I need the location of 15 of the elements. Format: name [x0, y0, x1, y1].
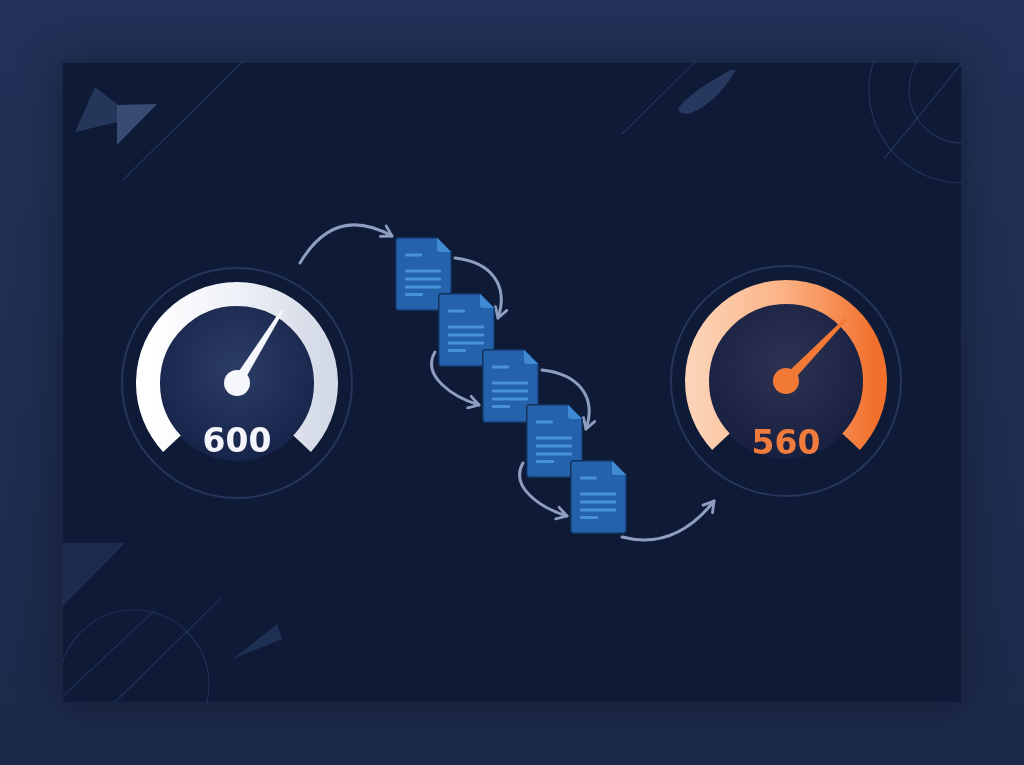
curved-arrow — [540, 368, 596, 431]
speedometer-gauge — [121, 267, 353, 499]
curved-arrow — [298, 223, 394, 265]
document-icon — [482, 349, 539, 423]
curved-arrow — [518, 461, 569, 520]
document-icon — [395, 237, 452, 311]
document-icon — [570, 460, 627, 534]
speedometer-gauge — [670, 265, 902, 497]
curved-arrow — [430, 350, 481, 409]
document-icon — [438, 293, 495, 367]
document-icon — [526, 404, 583, 478]
gauge-reading: 600 — [202, 424, 272, 457]
curved-arrow — [453, 256, 508, 320]
curved-arrow — [620, 499, 716, 542]
gauge-reading: 560 — [751, 426, 821, 459]
